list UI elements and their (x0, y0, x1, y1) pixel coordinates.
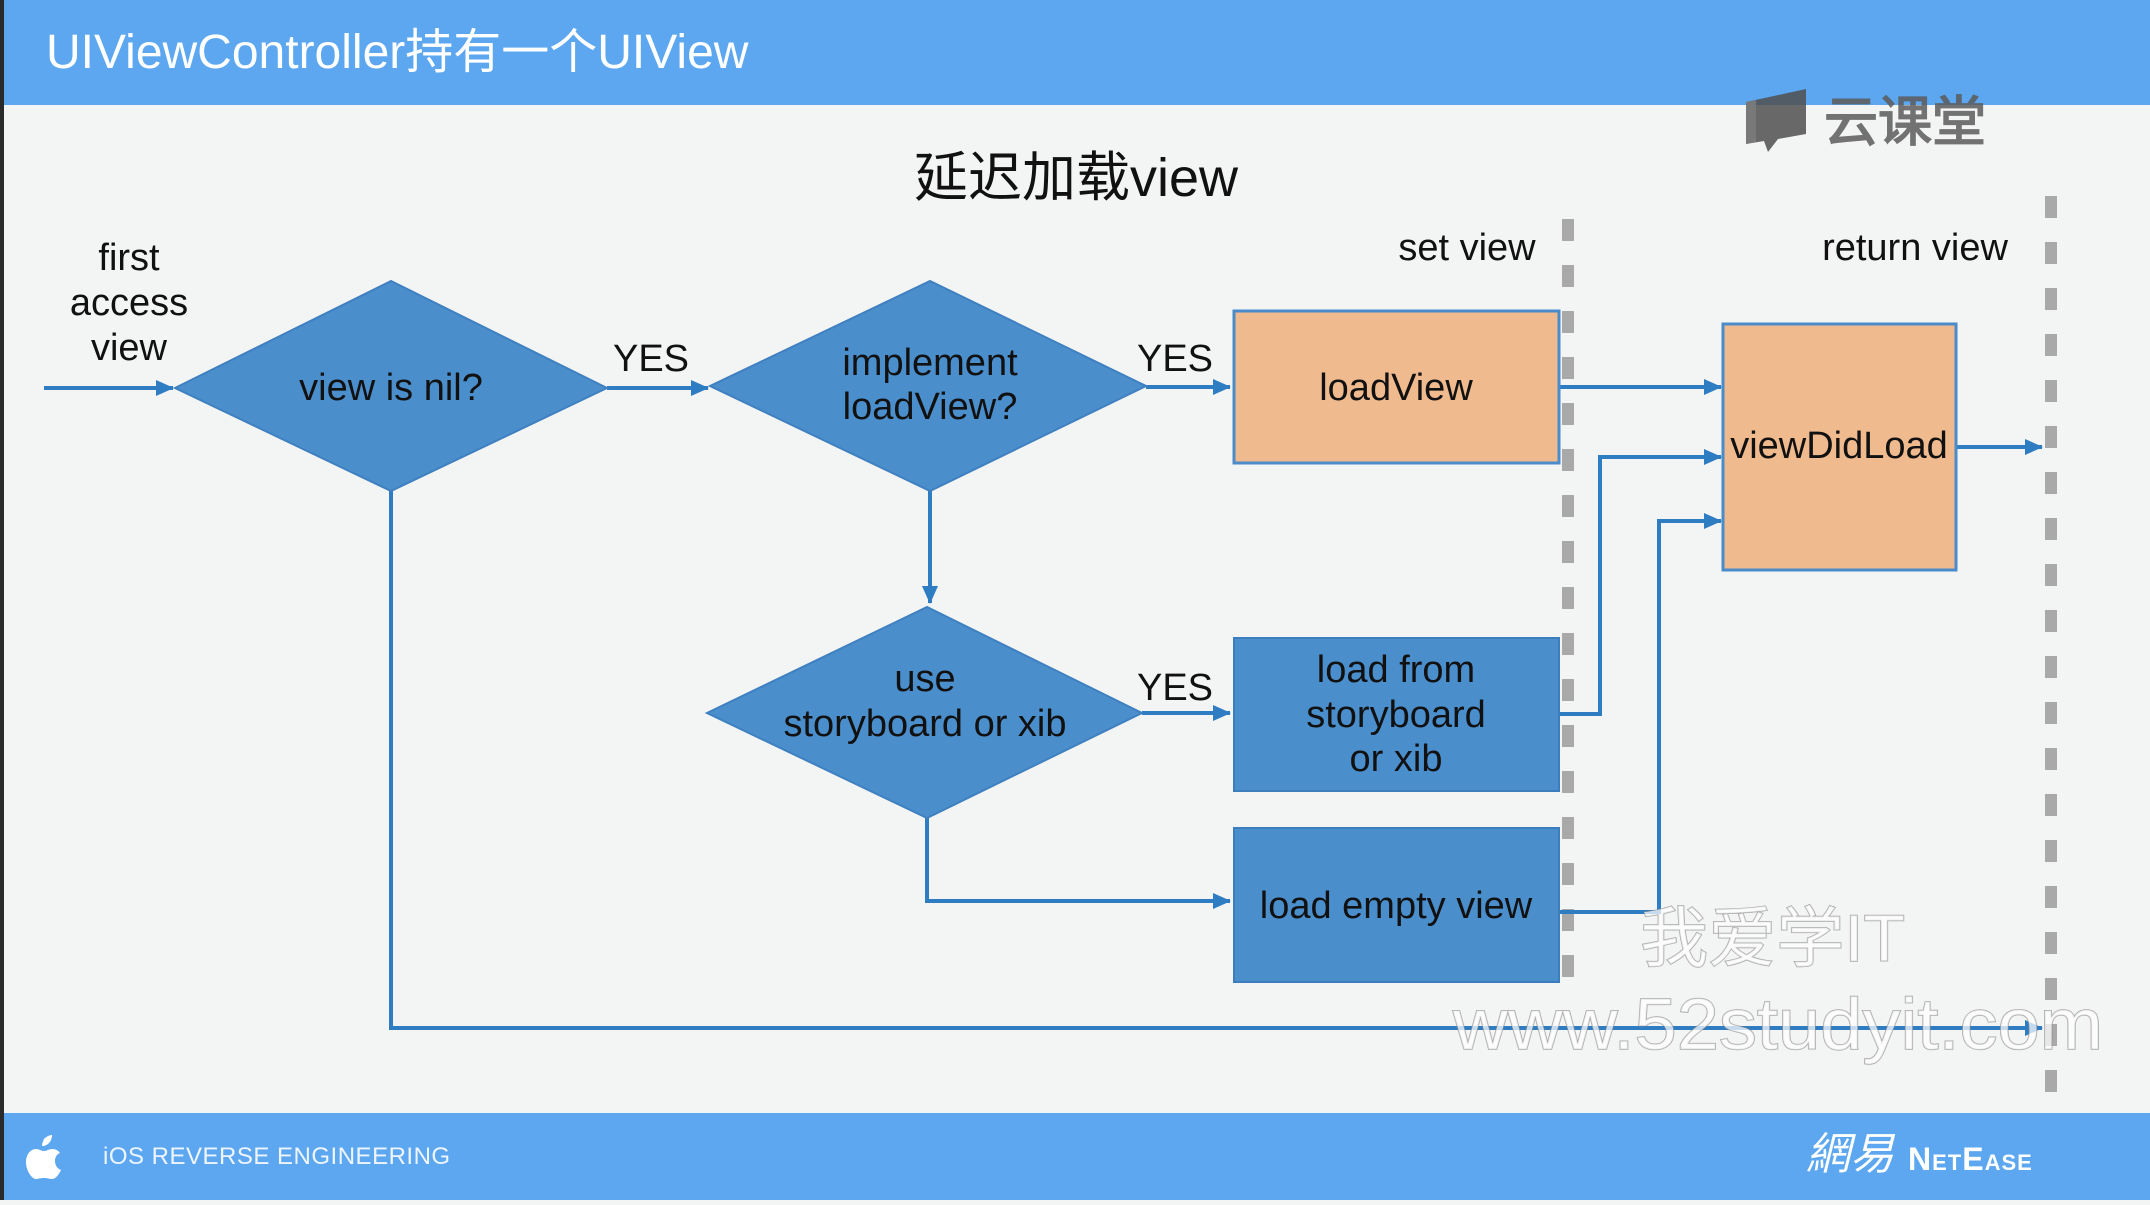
return-view-label: return view (1822, 227, 2008, 269)
netease-logo-en: NetEase (1908, 1141, 2033, 1177)
entry-label: first access view (70, 237, 188, 369)
process-box (1721, 322, 1958, 572)
process-load-from-storyboard: load from storyboard or xib (1233, 637, 1560, 792)
decision-implement-loadview: implement loadView? (707, 279, 1149, 493)
process-load-empty-view: load empty view (1233, 827, 1560, 983)
process-label: loadView (1319, 367, 1473, 409)
process-label: or xib (1350, 738, 1443, 780)
edge-load-from-storyboard-to-viewdidload (1555, 449, 1722, 716)
watermark-line2: www.52studyit.com (1452, 985, 2103, 1065)
process-box (1232, 309, 1561, 465)
yes-label: YES (1137, 338, 1213, 380)
cloud-classroom-logo: 云课堂 (1746, 89, 1986, 154)
edge-use-storyboard-to-load-empty-view (925, 818, 1231, 909)
process-label: viewDidLoad (1730, 425, 1948, 467)
process-label: load empty view (1260, 885, 1533, 927)
entry-label-line: view (91, 327, 168, 369)
decision-shape (172, 279, 610, 493)
course-name: iOS REVERSE ENGINEERING (103, 1143, 451, 1170)
process-viewdidload: viewDidLoad (1721, 322, 1958, 572)
yes-label: YES (613, 338, 689, 380)
edge-load-empty-view-to-viewdidload (1559, 513, 1722, 914)
entry-label-line: first (98, 237, 160, 279)
cloud-classroom-logo-text: 云课堂 (1824, 91, 1986, 154)
process-loadview: loadView (1232, 309, 1561, 465)
decision-label: storyboard or xib (783, 703, 1066, 745)
edge-view-not-nil-to-return (389, 491, 2043, 1036)
decision-view-is-nil: view is nil? (172, 279, 610, 493)
yes-label: YES (1137, 667, 1213, 709)
slide-header: UIViewController持有一个UIView (0, 0, 2150, 105)
cloud-classroom-logo-icon (1746, 89, 1806, 152)
apple-icon (26, 1135, 61, 1179)
decision-use-storyboard-or-xib: use storyboard or xib (704, 605, 1145, 820)
decision-label: use (894, 658, 955, 700)
decision-label: view is nil? (299, 367, 483, 409)
slide-footer: iOS REVERSE ENGINEERING 網易 NetEase (0, 1113, 2150, 1200)
process-label: load from (1317, 649, 1475, 691)
cloud-classroom-logo-icon-edge (1746, 100, 1756, 144)
decision-shape (704, 605, 1145, 820)
process-box (1233, 637, 1560, 792)
netease-logo-cn: 網易 (1806, 1129, 1894, 1180)
frame-left-edge (0, 0, 4, 1200)
entry-label-line: access (70, 282, 188, 324)
set-view-label: set view (1398, 227, 1536, 269)
decision-label: loadView? (843, 386, 1018, 428)
watermark-line1: 我爱学IT (1640, 901, 1905, 975)
process-box (1233, 827, 1560, 983)
process-label: storyboard (1306, 694, 1486, 736)
slide-title: UIViewController持有一个UIView (46, 26, 749, 79)
decision-shape (707, 279, 1149, 493)
decision-label: implement (842, 342, 1018, 384)
diagram-title: 延迟加载view (914, 148, 1239, 208)
